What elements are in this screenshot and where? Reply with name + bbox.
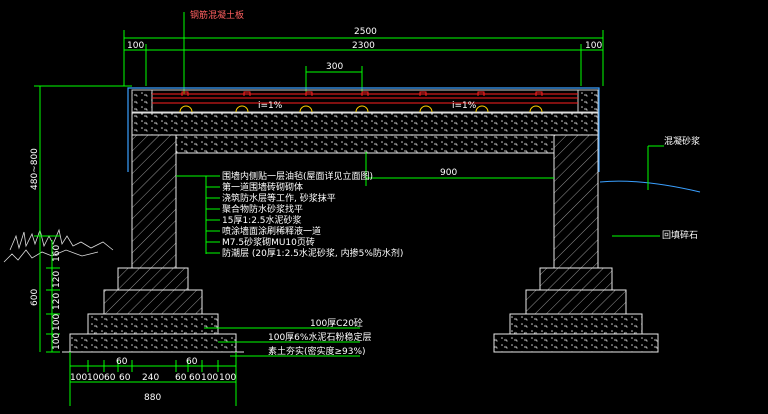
dim-lower: 600 — [30, 289, 40, 306]
note-3: 浇筑防水层等工作, 砂浆抹平 — [222, 192, 336, 204]
deck-right-end — [577, 89, 599, 113]
slope-right: i=1% — [452, 101, 477, 111]
right-footing-step1 — [539, 267, 613, 291]
dim-left-edge: 100 — [127, 41, 144, 51]
left-base-stabilized — [69, 333, 237, 353]
dim-bottom-inner-left: 60 — [116, 357, 128, 367]
rebar-stirrups — [181, 91, 543, 96]
dim-bottom-seg-3: 60 — [104, 373, 116, 383]
left-dimensions — [34, 85, 132, 353]
dim-seg-1: 160 — [52, 245, 62, 262]
bottom-dimensions — [69, 352, 237, 406]
dim-bottom-seg-6: 60 — [175, 373, 187, 383]
note-2: 第一道围墙砖砌砌体 — [222, 181, 303, 193]
dim-bottom-inner-right: 60 — [186, 357, 198, 367]
dim-inner: 2300 — [352, 41, 375, 51]
dim-seg-5: 100 — [52, 333, 62, 350]
base-note-3: 素土夯实(密实度≥93%) — [268, 345, 366, 357]
dim-bottom-overall: 880 — [144, 393, 161, 403]
dim-bottom-seg-5: 240 — [142, 373, 159, 383]
waterproof-line — [127, 87, 600, 172]
note-4: 聚合物防水砂浆找平 — [222, 203, 303, 215]
note-8: 防潮层 (20厚1:2.5水泥砂浆, 内掺5%防水剂) — [222, 247, 403, 259]
note-7: M7.5砂浆砌MU10页砖 — [222, 236, 315, 248]
right-wall — [553, 134, 599, 269]
top-dimensions — [123, 30, 604, 92]
beam-haunch — [175, 134, 555, 154]
left-footing-step1 — [117, 267, 189, 291]
right-base-concrete — [509, 313, 643, 335]
main-slab — [131, 112, 599, 136]
dim-bottom-seg-7: 60 — [189, 373, 201, 383]
soil-surface-line — [599, 180, 701, 193]
rebar-lines — [152, 93, 578, 104]
dim-upper: 480~800 — [30, 148, 40, 190]
right-note-2: 回填碎石 — [662, 229, 698, 241]
dim-span: 900 — [440, 168, 457, 178]
top-note: 钢筋混凝土板 — [190, 9, 244, 21]
dim-bottom-seg-2: 100 — [87, 373, 104, 383]
note-1: 围墙内侧贴一层油毡(屋面详见立面图) — [222, 170, 373, 182]
slope-left: i=1% — [258, 101, 283, 111]
dim-bottom-seg-9: 100 — [219, 373, 236, 383]
dim-bottom-seg-1: 100 — [70, 373, 87, 383]
deck-layer — [131, 89, 599, 113]
right-footing-step2 — [525, 289, 627, 315]
span-dimension — [365, 152, 554, 186]
dim-seg-4: 100 — [52, 314, 62, 331]
dim-overall: 2500 — [354, 27, 377, 37]
left-footing-step2 — [103, 289, 203, 315]
dim-spacing: 300 — [326, 62, 343, 72]
dim-bottom-seg-4: 60 — [119, 373, 131, 383]
dim-right-edge: 100 — [585, 41, 602, 51]
note-leaders — [176, 175, 220, 254]
base-note-leaders — [204, 327, 360, 357]
dim-seg-3: 120 — [52, 293, 62, 310]
right-note-1: 混凝砂浆 — [664, 135, 700, 147]
deck-left-end — [131, 89, 153, 113]
dim-seg-2: 120 — [52, 271, 62, 288]
left-wall — [131, 134, 177, 269]
note-5: 15厚1:2.5水泥砂浆 — [222, 214, 302, 226]
drain-pipes — [179, 105, 543, 113]
dim-bottom-seg-8: 100 — [201, 373, 218, 383]
left-base-concrete — [87, 313, 219, 335]
base-note-1: 100厚C20砼 — [310, 317, 363, 329]
right-base-stabilized — [493, 333, 659, 353]
note-6: 喷涂墙面涂刷稀释液一道 — [222, 225, 321, 237]
base-note-2: 100厚6%水泥石粉稳定层 — [268, 331, 371, 343]
